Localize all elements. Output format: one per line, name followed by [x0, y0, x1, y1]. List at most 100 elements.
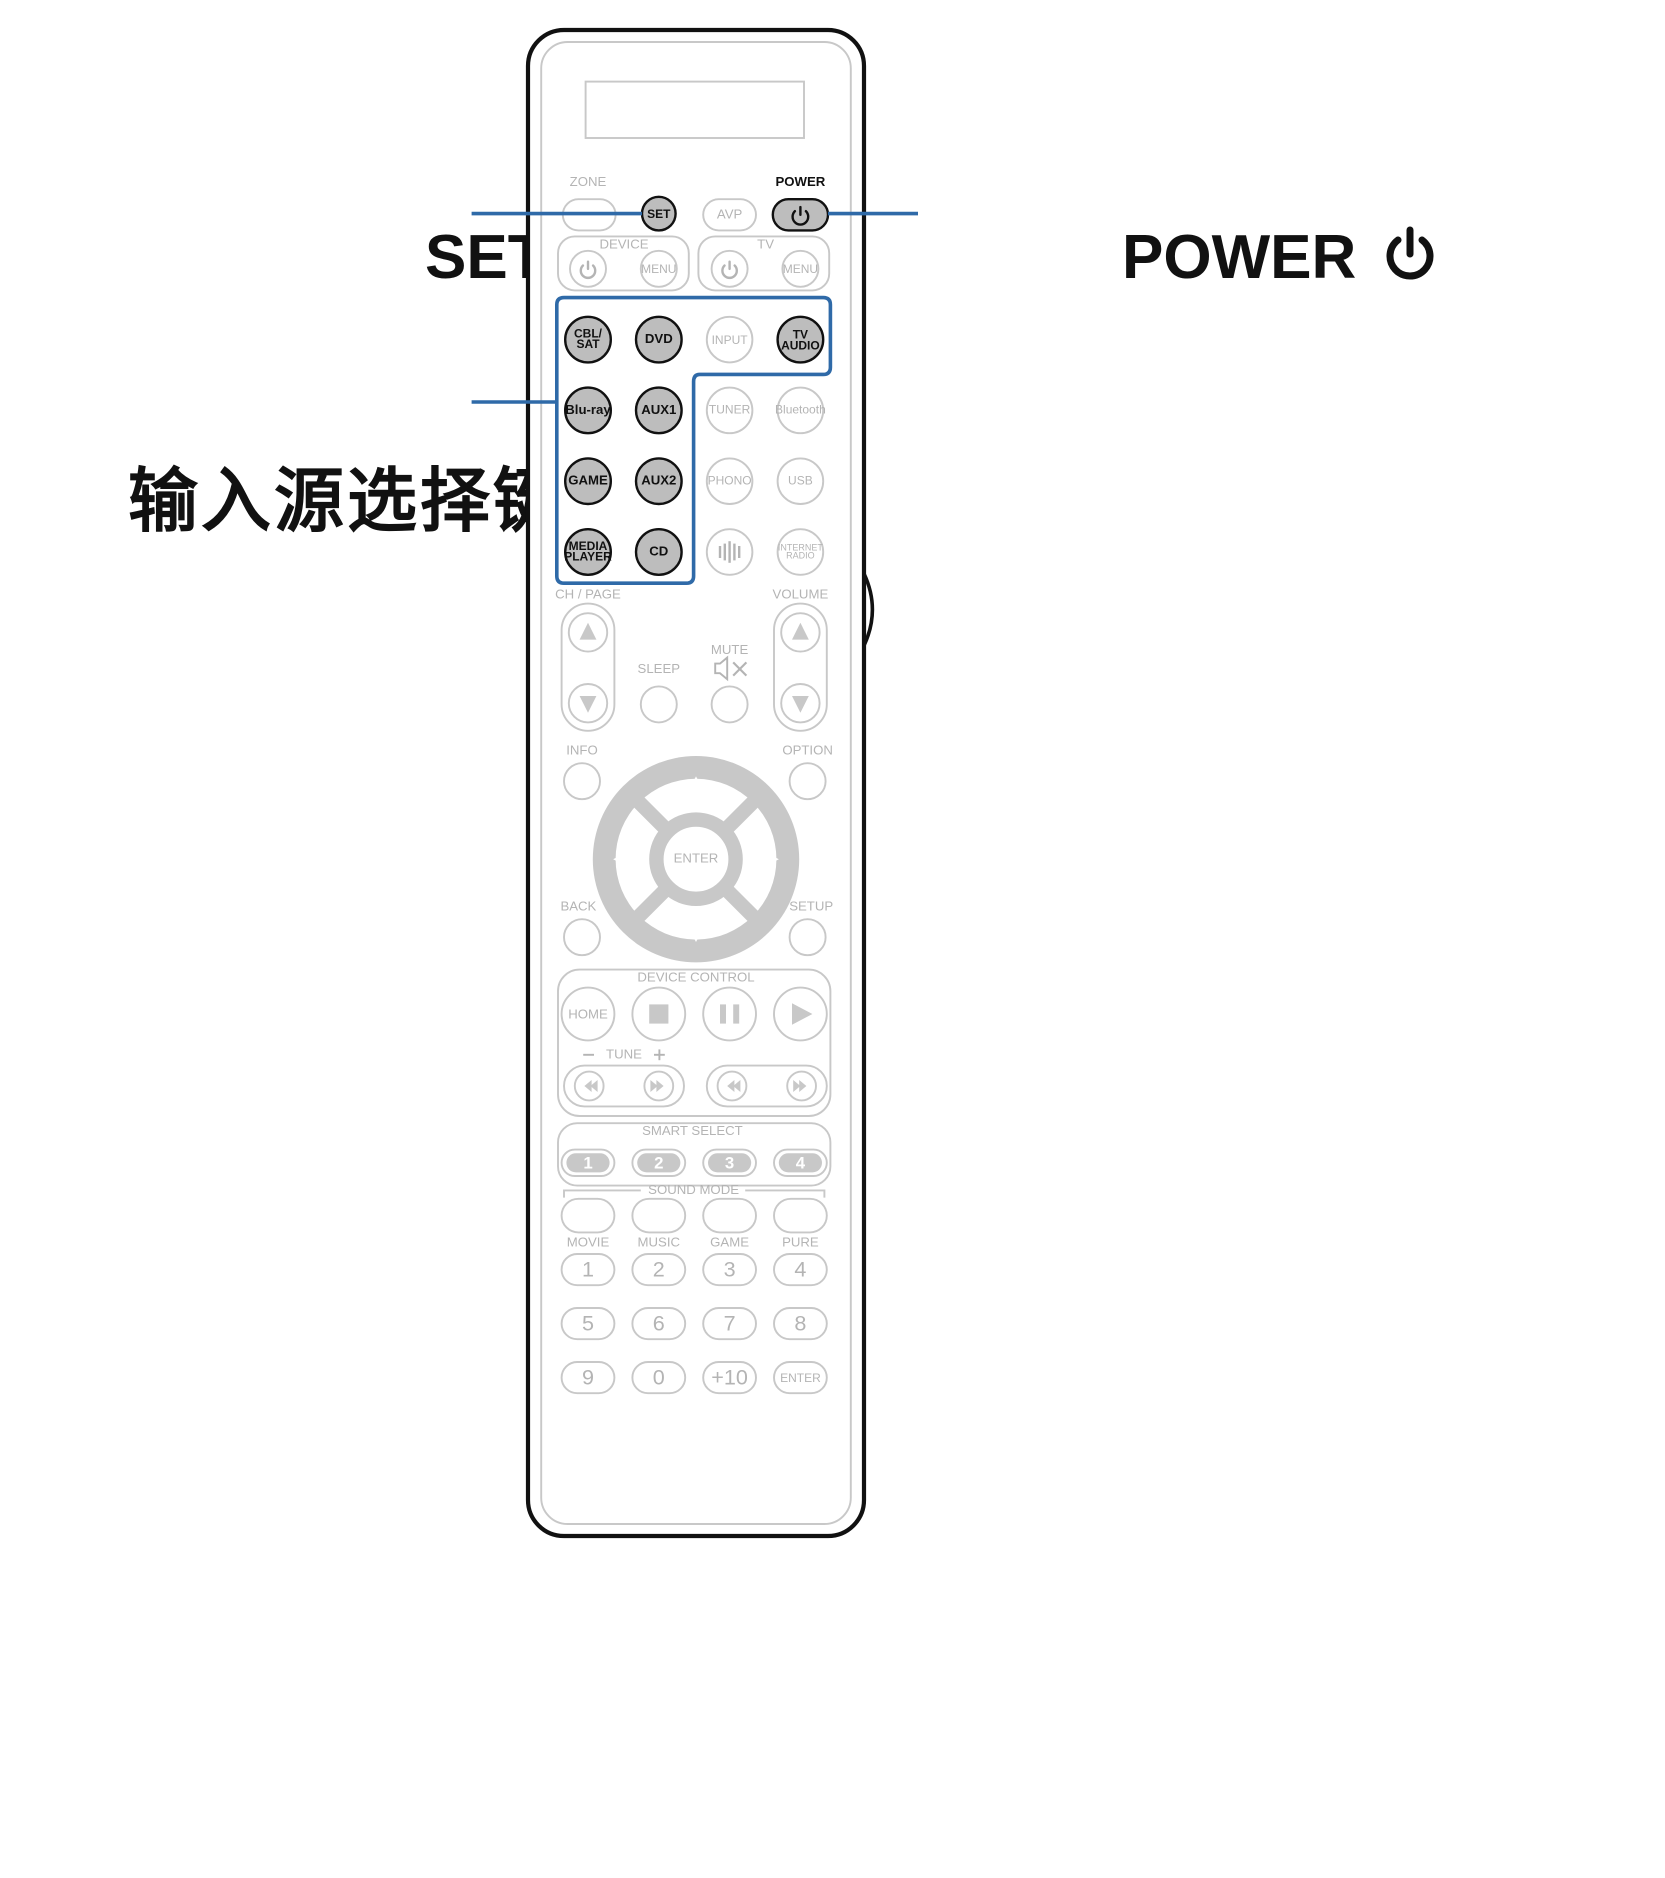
number-key-frame: [702, 1361, 757, 1395]
enter-button-label: ENTER: [674, 851, 719, 866]
sleep-button-shape: [639, 685, 678, 724]
number-key-frame: [560, 1361, 616, 1395]
volume-rocker[interactable]: [773, 602, 828, 732]
number-key-frame: [773, 1253, 828, 1287]
input-source-button-shape: [564, 386, 613, 435]
source-button[interactable]: PHONO: [705, 457, 754, 505]
avp-button[interactable]: AVP: [702, 198, 757, 232]
input-source-button[interactable]: GAME: [564, 457, 613, 506]
number-key[interactable]: 8: [773, 1307, 828, 1341]
rewind-icon: [727, 1080, 741, 1092]
source-button[interactable]: Bluetooth: [775, 386, 826, 435]
sound-mode-name: PURE: [782, 1235, 819, 1250]
number-key[interactable]: 4: [773, 1253, 828, 1287]
arrow-left-icon: [613, 850, 629, 868]
setup-button[interactable]: [788, 918, 827, 957]
setup-label: SETUP: [789, 899, 833, 914]
tv-menu-button-shape: [781, 249, 820, 288]
set-callout: SET: [425, 223, 546, 292]
input-source-label-text: GAME: [568, 473, 608, 488]
power-button[interactable]: [771, 198, 830, 232]
avp-button-label: AVP: [717, 206, 743, 221]
pause-button-shape: [702, 986, 757, 1042]
dpad-divider: [633, 796, 671, 834]
number-enter-button[interactable]: ENTER: [773, 1361, 828, 1395]
smart-select-button[interactable]: 4: [773, 1148, 828, 1177]
input-source-label-text: DVD: [645, 331, 673, 346]
number-key-frame: [631, 1253, 687, 1287]
ch-page-rocker[interactable]: [560, 602, 616, 732]
number-key[interactable]: 9: [560, 1361, 616, 1395]
back-button[interactable]: [563, 918, 601, 957]
number-key[interactable]: 7: [702, 1307, 757, 1341]
source-button[interactable]: USB: [776, 457, 825, 505]
number-key-label: 0: [653, 1365, 665, 1390]
device-power-button[interactable]: [569, 249, 607, 288]
smart-select-pill: [778, 1153, 823, 1173]
number-key[interactable]: 6: [631, 1307, 687, 1341]
tv-power-icon: [721, 260, 738, 280]
device-control-frame: [557, 968, 832, 1117]
rewind-icon: [584, 1080, 598, 1092]
setup-button-shape: [788, 918, 827, 957]
dpad[interactable]: ENTER: [592, 756, 800, 963]
input-source-button[interactable]: CBL/SAT: [564, 315, 613, 364]
volume-label: VOLUME: [773, 587, 829, 602]
input-source-button[interactable]: Blu-ray: [564, 386, 613, 435]
source-label-text: RADIO: [786, 550, 815, 560]
stop-button[interactable]: [631, 986, 687, 1042]
number-key[interactable]: +10: [702, 1361, 757, 1395]
smart-select-button[interactable]: 3: [702, 1148, 757, 1177]
device-menu-button[interactable]: MENU: [639, 249, 678, 288]
tv-input-button[interactable]: INPUT: [705, 315, 754, 364]
number-key-frame: [631, 1361, 687, 1395]
home-button[interactable]: HOME: [560, 986, 616, 1042]
sound-mode-button[interactable]: [560, 1197, 616, 1234]
enter-button-frame: [649, 812, 743, 907]
number-enter-label: ENTER: [780, 1371, 821, 1385]
option-button[interactable]: [788, 762, 827, 801]
source-label-text: TUNER: [709, 403, 751, 417]
number-key-frame: [702, 1253, 757, 1287]
input-source-button[interactable]: AUX1: [634, 386, 683, 435]
info-button[interactable]: [563, 762, 601, 801]
number-key-label: 1: [582, 1257, 594, 1282]
number-key[interactable]: 0: [631, 1361, 687, 1395]
input-source-button[interactable]: CD: [634, 528, 683, 577]
input-source-button[interactable]: AUX2: [634, 457, 683, 506]
sound-mode-button[interactable]: [631, 1197, 687, 1234]
source-label-text: INTERNET: [778, 542, 824, 552]
number-key[interactable]: 3: [702, 1253, 757, 1287]
smart-select-button[interactable]: 2: [631, 1148, 687, 1177]
option-label: OPTION: [782, 743, 833, 758]
number-key[interactable]: 5: [560, 1307, 616, 1341]
tune-rocker[interactable]: [563, 1064, 685, 1108]
input-source-button[interactable]: DVD: [634, 315, 683, 364]
sleep-button[interactable]: [639, 685, 678, 724]
sound-mode-button[interactable]: [773, 1197, 828, 1234]
tv-menu-button[interactable]: MENU: [781, 249, 820, 288]
tv-input-button-shape: [705, 315, 754, 364]
power-callout-label: POWER: [1122, 223, 1357, 292]
source-button[interactable]: TUNER: [705, 386, 754, 435]
mute-button[interactable]: [710, 685, 749, 724]
set-button-label: SET: [647, 207, 671, 221]
set-button[interactable]: SET: [640, 195, 677, 232]
sound-mode-button[interactable]: [702, 1197, 757, 1234]
tv-menu-label: MENU: [783, 262, 818, 276]
play-button[interactable]: [773, 986, 828, 1042]
number-key[interactable]: 1: [560, 1253, 616, 1287]
search-rocker[interactable]: [705, 1064, 828, 1108]
power-callout: POWER: [1122, 222, 1439, 293]
source-button[interactable]: [705, 528, 754, 576]
number-key[interactable]: 2: [631, 1253, 687, 1287]
input-source-button-shape: [564, 528, 613, 577]
tv-power-button[interactable]: [710, 249, 749, 288]
smart-select-button[interactable]: 1: [560, 1148, 616, 1177]
source-button-shape: [776, 528, 825, 576]
pause-button[interactable]: [702, 986, 757, 1042]
